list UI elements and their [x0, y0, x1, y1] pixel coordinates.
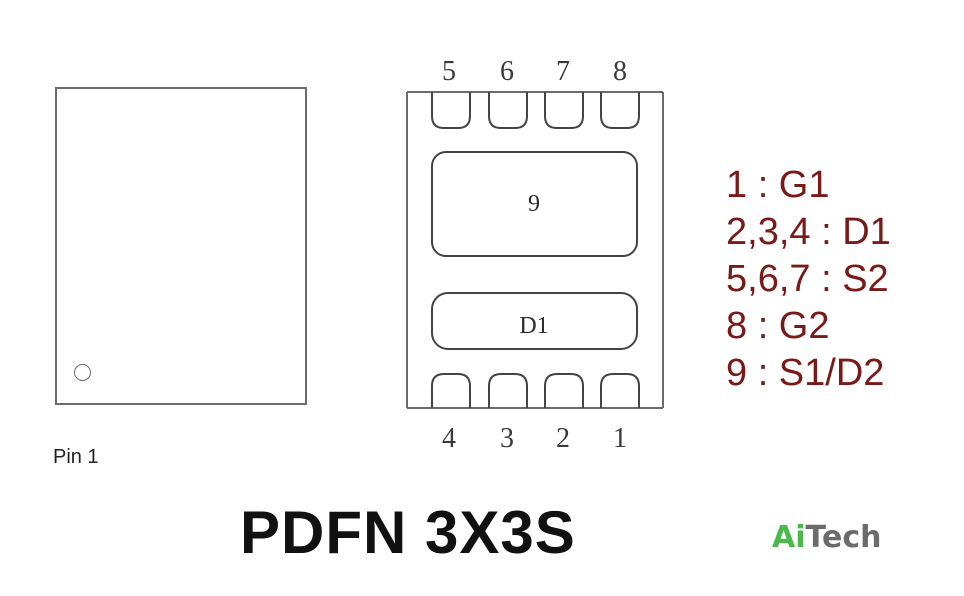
pin-assignment-legend: 1 : G1 2,3,4 : D1 5,6,7 : S2 8 : G2 9 : … [726, 162, 891, 397]
pin-pad-4 [431, 373, 471, 408]
brand-logo-part-tech: Tech [805, 520, 882, 555]
brand-logo-part-ai: Ai [772, 520, 806, 555]
pad-9-label: 9 [528, 191, 540, 217]
pin-number-7: 7 [556, 56, 570, 87]
pin-pad-8 [600, 92, 640, 129]
legend-entry-5: 9 : S1/D2 [726, 352, 885, 394]
top-pin-pads [431, 92, 640, 129]
package-bottom-view: 9 D1 5 6 7 8 4 3 2 1 [406, 56, 664, 454]
pad-d1-label: D1 [519, 313, 548, 339]
pad-d1 [431, 292, 638, 350]
pad-9 [431, 151, 638, 257]
brand-logo: AiTech [772, 520, 881, 555]
pin-number-4: 4 [442, 423, 456, 454]
pin-number-6: 6 [500, 56, 514, 87]
pin-pad-3 [488, 373, 528, 408]
package-title: PDFN 3X3S [240, 499, 576, 566]
pin1-label: Pin 1 [53, 446, 99, 468]
pin-pad-5 [431, 92, 471, 129]
pin-number-1: 1 [613, 423, 627, 454]
legend-entry-2: 2,3,4 : D1 [726, 211, 891, 253]
bottom-pin-pads [431, 373, 640, 408]
pin-number-2: 2 [556, 423, 570, 454]
legend-entry-3: 5,6,7 : S2 [726, 258, 889, 300]
pin-number-3: 3 [500, 423, 514, 454]
package-top-view [55, 87, 307, 405]
pin-pad-7 [544, 92, 584, 129]
pin1-marker-dot [74, 364, 91, 381]
pin-number-5: 5 [442, 56, 456, 87]
pin-pad-1 [600, 373, 640, 408]
pin-pad-2 [544, 373, 584, 408]
package-outline [406, 91, 664, 409]
pin-pad-6 [488, 92, 528, 129]
pin-number-8: 8 [613, 56, 627, 87]
legend-entry-4: 8 : G2 [726, 305, 830, 347]
legend-entry-1: 1 : G1 [726, 164, 830, 206]
